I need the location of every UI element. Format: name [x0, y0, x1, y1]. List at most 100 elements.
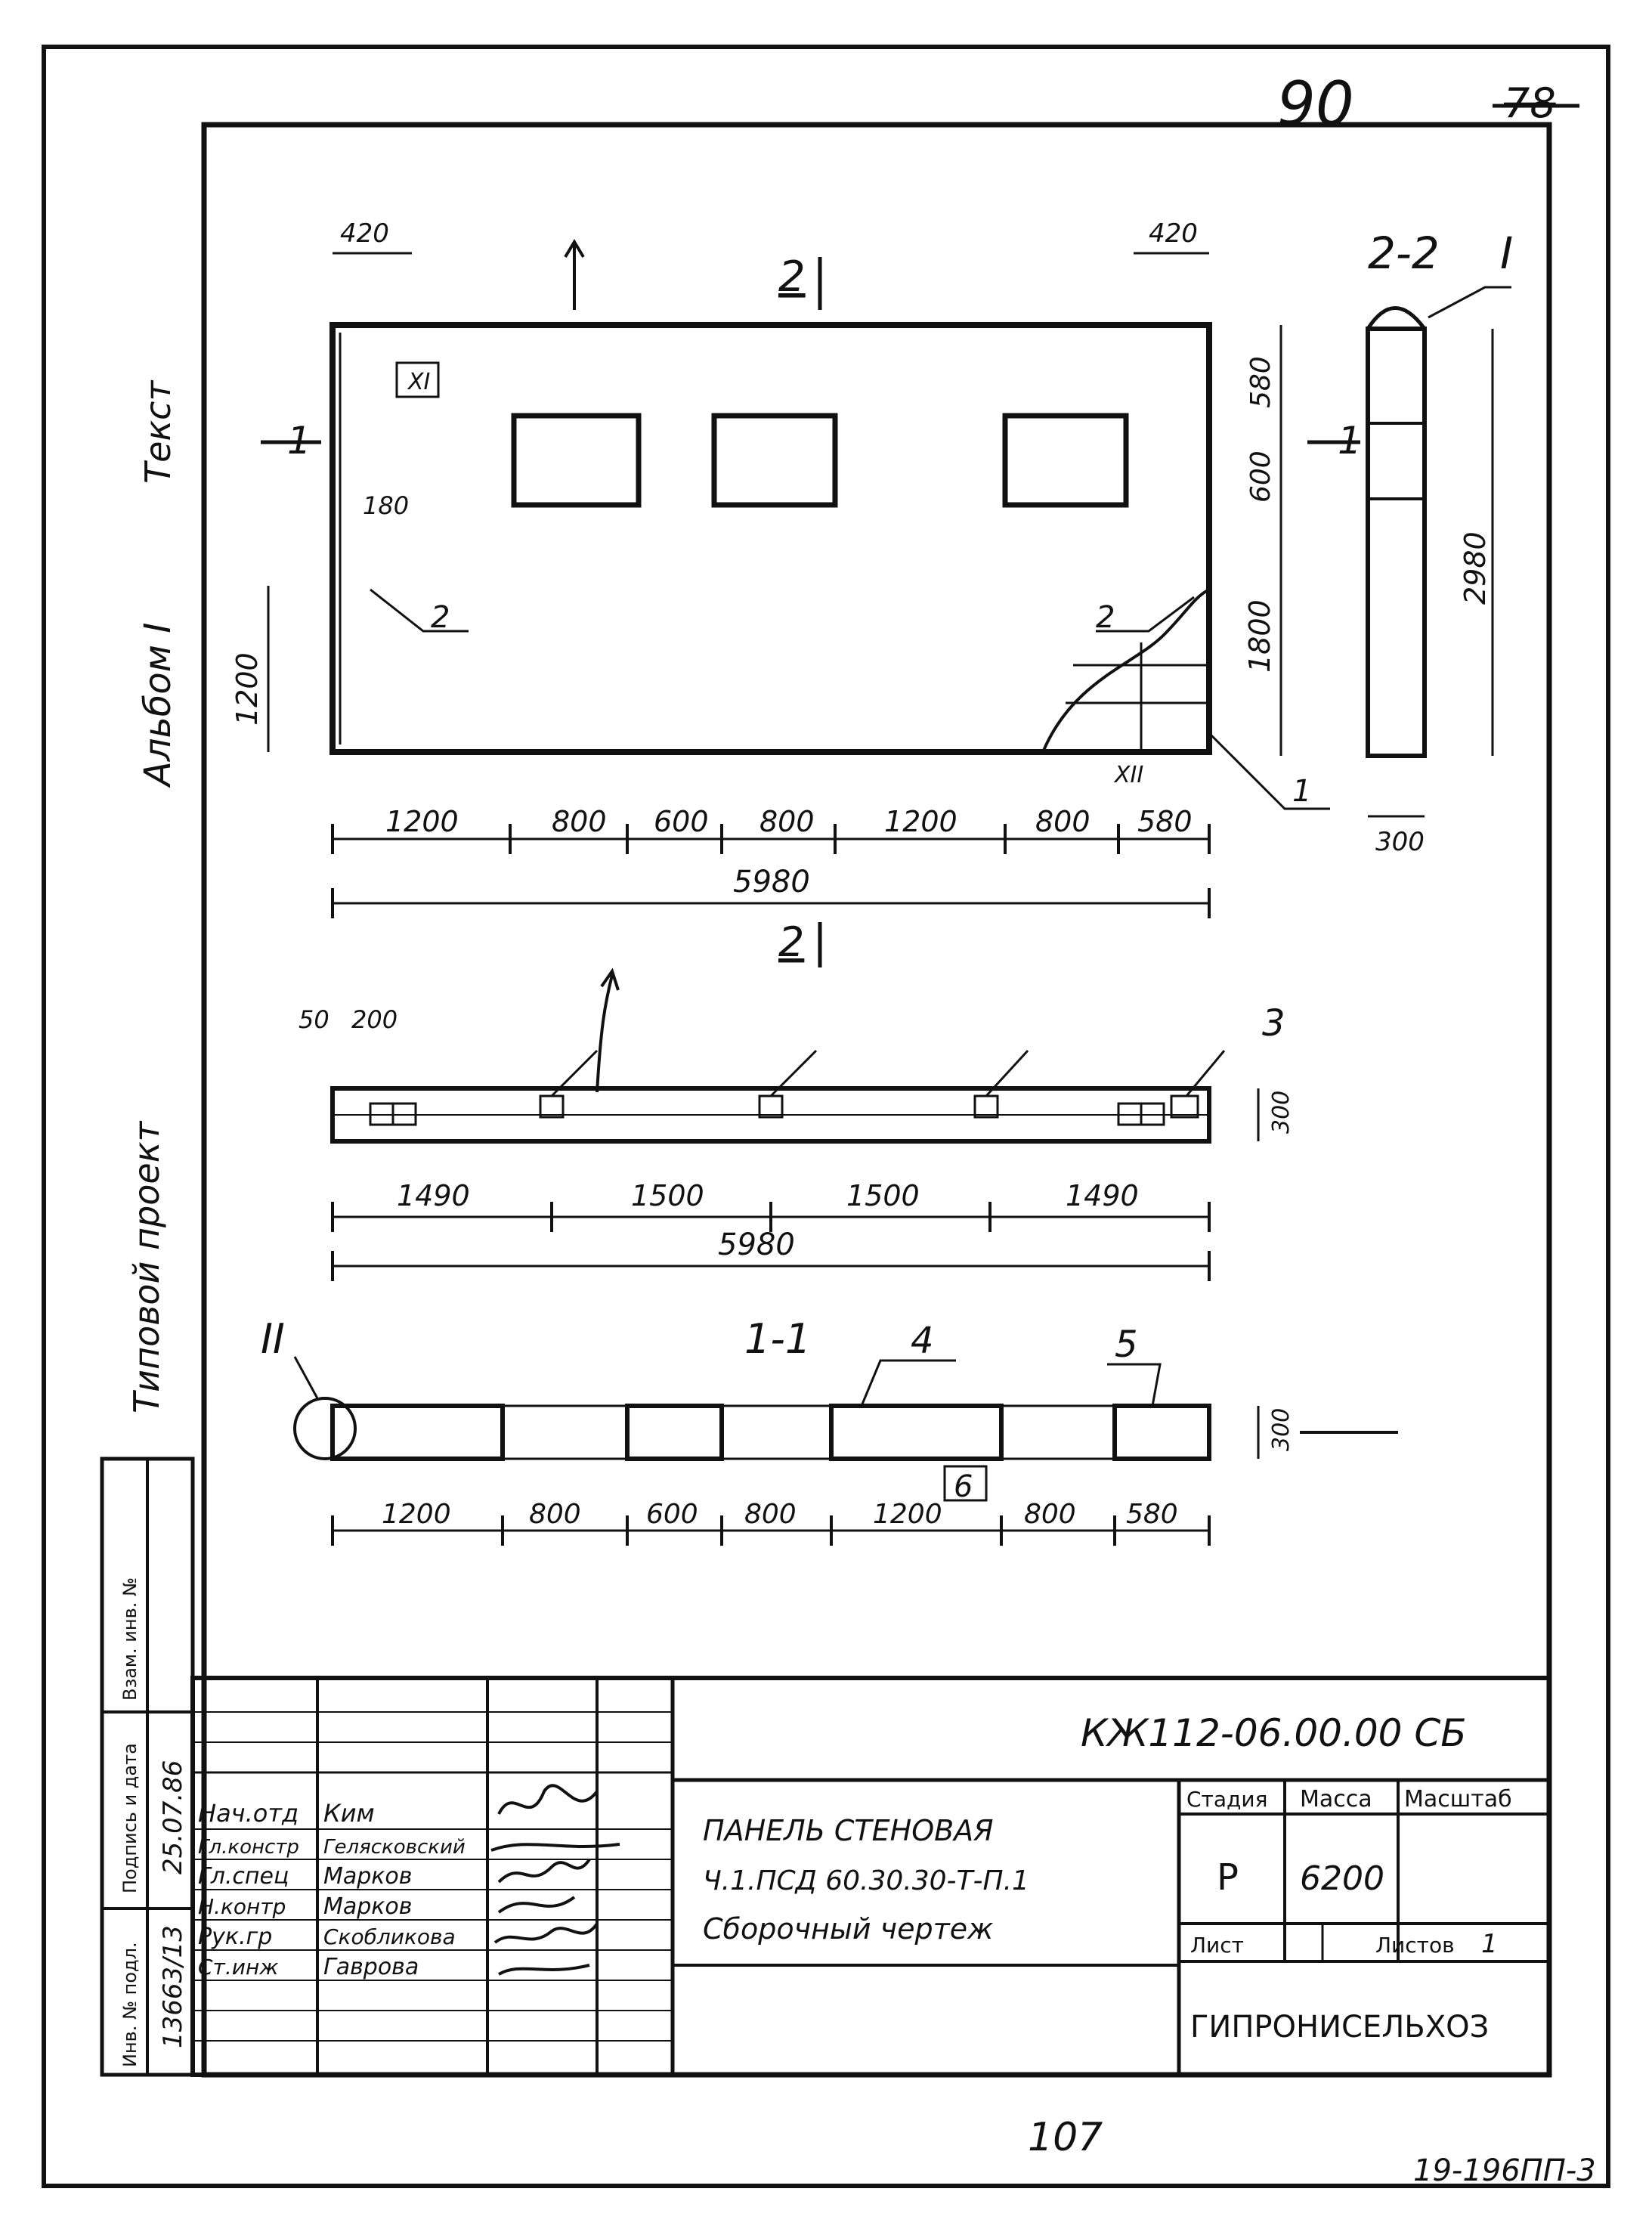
bottom-dim-7: 580	[1137, 805, 1193, 838]
top-dim-right: 420	[1149, 218, 1198, 249]
plan-dim-200: 200	[351, 1005, 398, 1034]
stage-value: Р	[1217, 1856, 1239, 1899]
plan-total-dim: 5980	[718, 1227, 795, 1262]
section-2-2-node: I	[1500, 228, 1513, 279]
section-1-1-pier-1	[330, 1404, 505, 1461]
right-dim-600: 600	[1245, 450, 1276, 503]
plan-dim-4: 1490	[1066, 1179, 1139, 1212]
bottom-dim-1: 1200	[385, 805, 459, 838]
section-1-left-label: 1	[287, 419, 311, 463]
node-mark-xi: XI	[407, 369, 431, 395]
top-dim-left: 420	[340, 218, 389, 249]
bottom-dim-4: 800	[759, 805, 815, 838]
section-2-2-body	[1366, 327, 1427, 758]
cutaway-line	[1041, 588, 1210, 753]
old-page-number: 78	[1504, 79, 1556, 127]
section-1-1-pier-4	[1112, 1404, 1211, 1461]
section-1-1-pier-2	[625, 1404, 724, 1461]
plan-dim-1: 1490	[397, 1179, 470, 1212]
name-4: Скобликова	[323, 1924, 456, 1949]
section-dim-1: 1200	[382, 1499, 451, 1530]
front-view: 2 1 1 420 420 1200 180 2 2 1 XI XII 580 …	[230, 218, 1362, 918]
right-dim-1800: 1800	[1243, 599, 1276, 673]
inv-number: 13663/13	[158, 1925, 188, 2048]
title-block: Нач.отд Ким Гл.констр Гелясковский Гл.сп…	[190, 1676, 1551, 2077]
role-4: Рук.гр	[198, 1924, 272, 1950]
window-opening-2	[711, 413, 838, 508]
name-3: Марков	[323, 1893, 412, 1920]
section-dim-6: 800	[1024, 1499, 1076, 1530]
left-dim-180: 180	[363, 491, 409, 520]
bottom-dim-3: 600	[654, 805, 709, 838]
bottom-dim-ticks	[331, 824, 1211, 854]
section-1-1-thickness: 300	[1268, 1408, 1295, 1451]
organization: ГИПРОНИСЕЛЬХОЗ	[1190, 2010, 1489, 2045]
right-dim-580: 580	[1245, 356, 1276, 408]
title-line-2: Ч.1.ПСД 60.30.30-Т-П.1	[703, 1865, 1029, 1896]
side-header-replace: Взам. инв. №	[119, 1577, 141, 1701]
section-2-2-width: 300	[1375, 827, 1425, 857]
bottom-right-code: 19-196ПП-3	[1413, 2153, 1596, 2188]
role-3: Н.контр	[198, 1894, 286, 1919]
panel-outline	[329, 322, 1212, 755]
role-1: Гл.констр	[198, 1836, 299, 1859]
outer-frame	[42, 45, 1610, 2188]
mass-header: Масса	[1300, 1786, 1372, 1813]
bottom-center-number: 107	[1028, 2115, 1103, 2160]
role-5: Ст.инж	[198, 1955, 279, 1980]
inner-frame	[201, 122, 1552, 2078]
section-callout-5: 5	[1115, 1323, 1138, 1366]
section-dim-2: 800	[529, 1499, 581, 1530]
stage-header: Стадия	[1186, 1787, 1267, 1812]
name-5: Гаврова	[323, 1954, 419, 1980]
plan-callout-3: 3	[1262, 1002, 1285, 1045]
scale-header: Масштаб	[1404, 1786, 1512, 1813]
section-dim-4: 800	[744, 1499, 797, 1530]
name-2: Марков	[323, 1863, 412, 1890]
node-mark-xii: XII	[1113, 762, 1143, 788]
section-dim-3: 600	[646, 1499, 698, 1530]
sheet-label: Лист	[1190, 1933, 1244, 1958]
inv-date: 25.07.86	[158, 1760, 188, 1874]
title-line-3: Сборочный чертеж	[703, 1912, 993, 1946]
plan-section-label: 2	[778, 918, 804, 966]
plan-thickness: 300	[1268, 1091, 1295, 1134]
bottom-dim-6: 800	[1035, 805, 1091, 838]
left-margin: Альбом I Текст Типовой проект Инв. № под…	[100, 380, 195, 2077]
plan-dim-2: 1500	[631, 1179, 704, 1212]
section-1-1-node: II	[261, 1315, 285, 1363]
section-callout-4: 4	[911, 1320, 934, 1362]
signatures	[490, 1784, 620, 1976]
name-1: Гелясковский	[323, 1836, 466, 1859]
section-callout-6: 6	[954, 1469, 973, 1504]
section-dim-5: 1200	[873, 1499, 942, 1530]
page-number: 90	[1277, 69, 1354, 139]
bottom-dim-2: 800	[552, 805, 607, 838]
front-total-dim: 5980	[733, 865, 810, 899]
plan-dim-3: 1500	[846, 1179, 920, 1212]
album-label: Альбом I	[137, 623, 179, 788]
left-dim-1200: 1200	[230, 652, 264, 726]
callout-2-right: 2	[1096, 600, 1115, 635]
role-2: Гл.спец	[198, 1863, 289, 1890]
sheets-label: Листов	[1375, 1933, 1455, 1958]
plan-dim-50: 50	[299, 1005, 329, 1034]
section-1-1-pier-3	[829, 1404, 1004, 1461]
sheets-value: 1	[1481, 1929, 1498, 1959]
section-2-2-height: 2980	[1459, 531, 1492, 605]
bottom-dim-5: 1200	[884, 805, 957, 838]
section-1-1-title: 1-1	[744, 1315, 811, 1363]
side-header-sign: Подпись и дата	[119, 1743, 141, 1893]
callout-1: 1	[1292, 774, 1311, 809]
callout-2-left: 2	[431, 600, 450, 635]
window-opening-1	[511, 413, 642, 508]
album-note: Текст	[138, 380, 178, 484]
section-1-1: 1-1 II 4 5 6 300 1200 800 600 800	[261, 1315, 1398, 1546]
role-0: Нач.отд	[198, 1799, 299, 1828]
title-line-1: ПАНЕЛЬ СТЕНОВАЯ	[703, 1814, 994, 1847]
typical-project-label: Типовой проект	[126, 1121, 167, 1413]
section-dim-7: 580	[1126, 1499, 1178, 1530]
section-2-2: 2-2 I 2980 300	[1366, 228, 1513, 857]
window-opening-3	[1002, 413, 1129, 508]
